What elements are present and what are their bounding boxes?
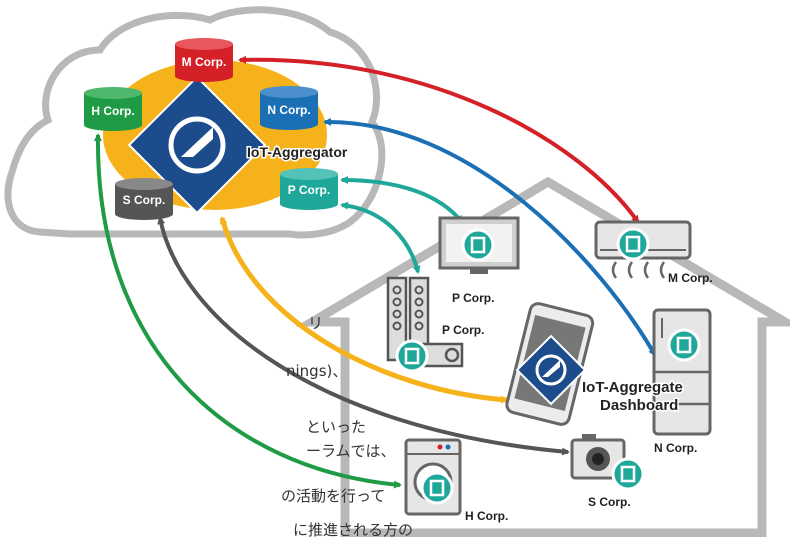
dashboard-label-line2: Dashboard	[600, 397, 678, 414]
db-label: P Corp.	[288, 183, 330, 197]
speaker-icon	[386, 276, 464, 373]
camera-label: S Corp.	[588, 495, 631, 509]
speaker-label: P Corp.	[442, 323, 484, 337]
side-text-3: といった	[306, 418, 367, 436]
refrigerator-label: N Corp.	[654, 441, 697, 455]
side-text-5: の活動を行って	[281, 487, 386, 505]
side-text-1: リ	[308, 314, 324, 332]
db-p-corp: P Corp.	[280, 168, 338, 210]
db-label: S Corp.	[123, 193, 166, 207]
refrigerator-icon	[652, 308, 712, 436]
side-text-2: nings)、	[286, 362, 348, 380]
db-s-corp: S Corp.	[115, 178, 173, 220]
washing-machine-icon	[404, 438, 462, 516]
washing-machine-label: H Corp.	[465, 509, 508, 523]
arrow-green	[93, 133, 402, 489]
db-label: H Corp.	[91, 104, 134, 118]
air-conditioner-label: M Corp.	[668, 271, 713, 285]
air-conditioner-icon	[594, 220, 692, 279]
tv-icon	[438, 216, 520, 274]
camera-icon	[570, 434, 645, 491]
tv-label: P Corp.	[452, 291, 494, 305]
dashboard-label-line1: IoT-Aggregate	[582, 379, 683, 396]
side-text-4: ーラムでは、	[306, 442, 396, 460]
dashboard-phone-icon	[505, 302, 595, 426]
db-h-corp: H Corp.	[84, 87, 142, 131]
db-n-corp: N Corp.	[260, 86, 318, 130]
side-text-6: に推進される方の	[293, 521, 414, 539]
arrow-blue	[323, 117, 657, 357]
aggregator-label: IoT-Aggregator	[247, 144, 348, 160]
db-label: M Corp.	[182, 55, 227, 69]
db-label: N Corp.	[267, 103, 310, 117]
db-m-corp: M Corp.	[175, 38, 233, 82]
